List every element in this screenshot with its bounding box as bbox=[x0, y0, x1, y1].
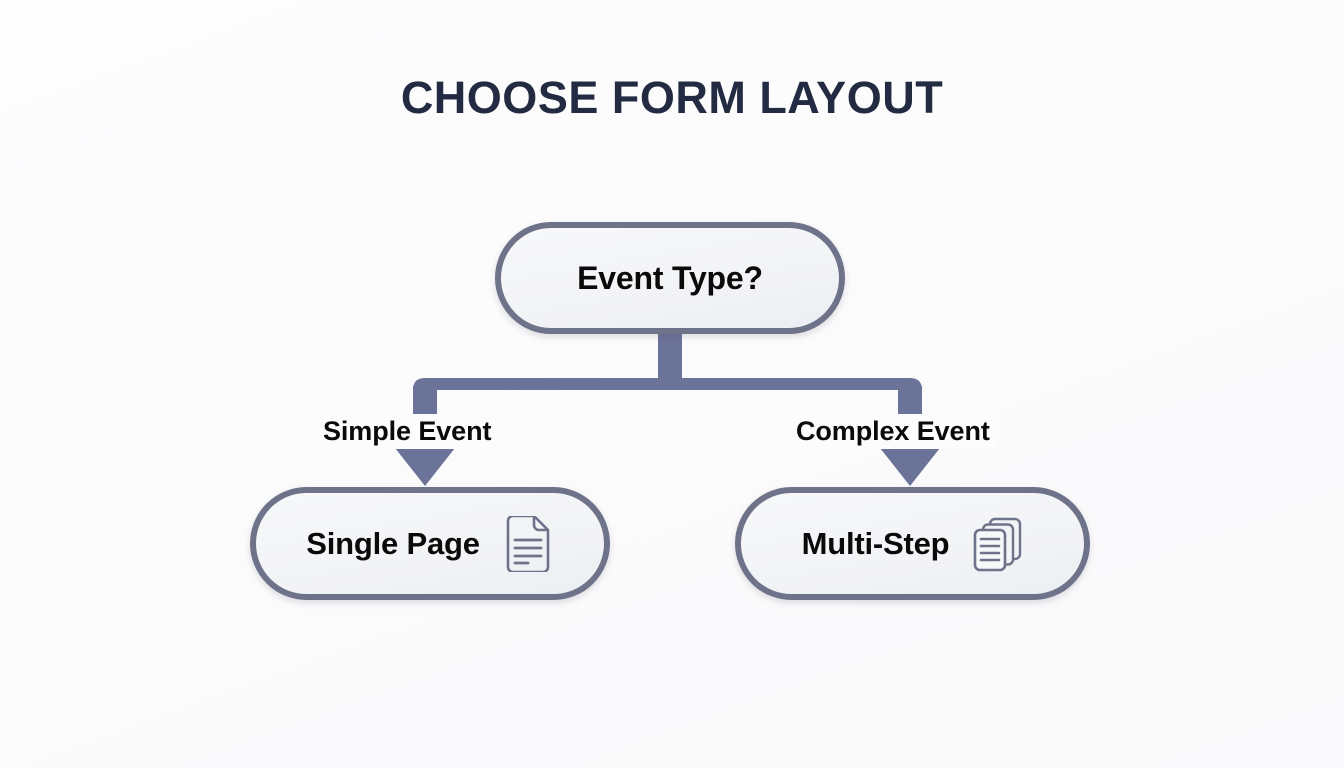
outcome-node-multi-step[interactable]: Multi-Step bbox=[735, 487, 1090, 600]
edge-label-complex-event: Complex Event bbox=[789, 414, 997, 449]
outcome-node-single-page[interactable]: Single Page bbox=[250, 487, 610, 600]
decision-node-event-type[interactable]: Event Type? bbox=[495, 222, 845, 334]
connector-bar bbox=[413, 378, 922, 398]
edge-label-simple-event: Simple Event bbox=[316, 414, 499, 449]
document-icon bbox=[506, 515, 550, 572]
arrowhead-right bbox=[880, 448, 940, 486]
outcome-node-label: Multi-Step bbox=[801, 525, 950, 561]
outcome-node-label: Single Page bbox=[306, 525, 480, 561]
documents-stack-icon bbox=[974, 517, 1022, 571]
connector-stem bbox=[658, 330, 682, 386]
arrowhead-left bbox=[395, 448, 455, 486]
decision-node-label: Event Type? bbox=[577, 259, 763, 296]
page-title: CHOOSE FORM LAYOUT bbox=[400, 72, 944, 123]
